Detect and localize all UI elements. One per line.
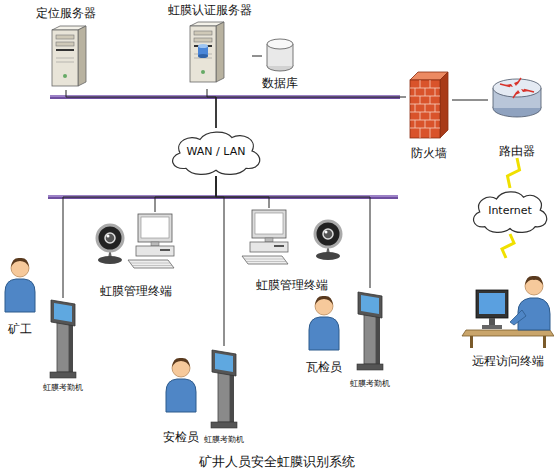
wireless-link [502, 234, 514, 258]
network-link [452, 100, 488, 101]
device-node: 虹膜认证服务器 [168, 3, 252, 89]
firewall-icon [410, 72, 448, 138]
device-node: 矿工 [0, 256, 40, 336]
kiosk-icon [211, 350, 237, 428]
wireless-link [508, 158, 520, 188]
network-cloud: WAN / LAN [166, 128, 266, 176]
node-label: 瓦检员 [306, 360, 342, 374]
server-icon [190, 22, 224, 82]
node-label: 虹膜管理终端 [100, 284, 172, 298]
remote-user-icon [462, 276, 554, 348]
device-node: 定位服务器 [30, 6, 102, 90]
node-label: 定位服务器 [36, 6, 96, 20]
node-label: Internet [488, 204, 532, 218]
device-node: 瓦检员 [302, 290, 346, 374]
device-node: 数据库 [262, 38, 298, 90]
server-icon [52, 26, 86, 86]
person-icon [5, 258, 35, 312]
device-node: 虹膜考勤机 [40, 298, 86, 392]
node-label: 虹膜考勤机 [43, 383, 83, 392]
node-label: 虹膜认证服务器 [168, 3, 252, 17]
router-icon [493, 78, 541, 117]
device-node: 远程访问终端 [462, 258, 554, 368]
database-icon [267, 39, 293, 71]
node-label: WAN / LAN [187, 145, 246, 159]
iris-camera-icon [315, 221, 341, 260]
network-link [216, 97, 406, 128]
network-link [155, 176, 216, 212]
person-icon [309, 296, 339, 350]
iris-camera-icon [97, 225, 123, 264]
device-node: 虹膜考勤机 [346, 288, 394, 388]
network-link [66, 90, 216, 128]
cloud-path [474, 192, 547, 233]
device-node: 安检员 [158, 352, 204, 444]
node-label: 虹膜考勤机 [350, 379, 390, 388]
node-label: 矿工 [8, 322, 32, 336]
device-node: 虹膜管理终端 [236, 208, 348, 292]
node-label: 防火墙 [411, 146, 447, 160]
kiosk-icon [50, 300, 76, 378]
computer-icon [128, 214, 174, 268]
network-link [207, 89, 216, 128]
node-label: 远程访问终端 [472, 354, 544, 368]
cloud-path [173, 132, 260, 174]
node-label: 数据库 [262, 76, 298, 90]
node-label: 虹膜考勤机 [204, 435, 244, 444]
node-label: 安检员 [163, 430, 199, 444]
device-node: 虹膜管理终端 [88, 212, 184, 298]
network-link [216, 176, 370, 288]
device-node: 虹膜考勤机 [200, 346, 248, 444]
kiosk-icon [357, 292, 383, 370]
computer-icon [242, 210, 288, 264]
lower-bus-highlight [48, 195, 398, 196]
node-label: 虹膜管理终端 [256, 278, 328, 292]
network-link [216, 176, 224, 346]
small-disk-icon [198, 44, 208, 58]
network-cloud: Internet [468, 188, 552, 234]
device-node: 路由器 [488, 76, 546, 158]
network-link [216, 176, 269, 208]
person-icon [166, 358, 196, 412]
network-link [252, 56, 262, 57]
top-bus-highlight [50, 95, 400, 96]
network-link [63, 176, 216, 298]
figure-caption: 矿井人员安全虹膜识别系统 [0, 453, 554, 471]
node-label: 路由器 [499, 144, 535, 158]
device-node: 防火墙 [406, 70, 452, 160]
